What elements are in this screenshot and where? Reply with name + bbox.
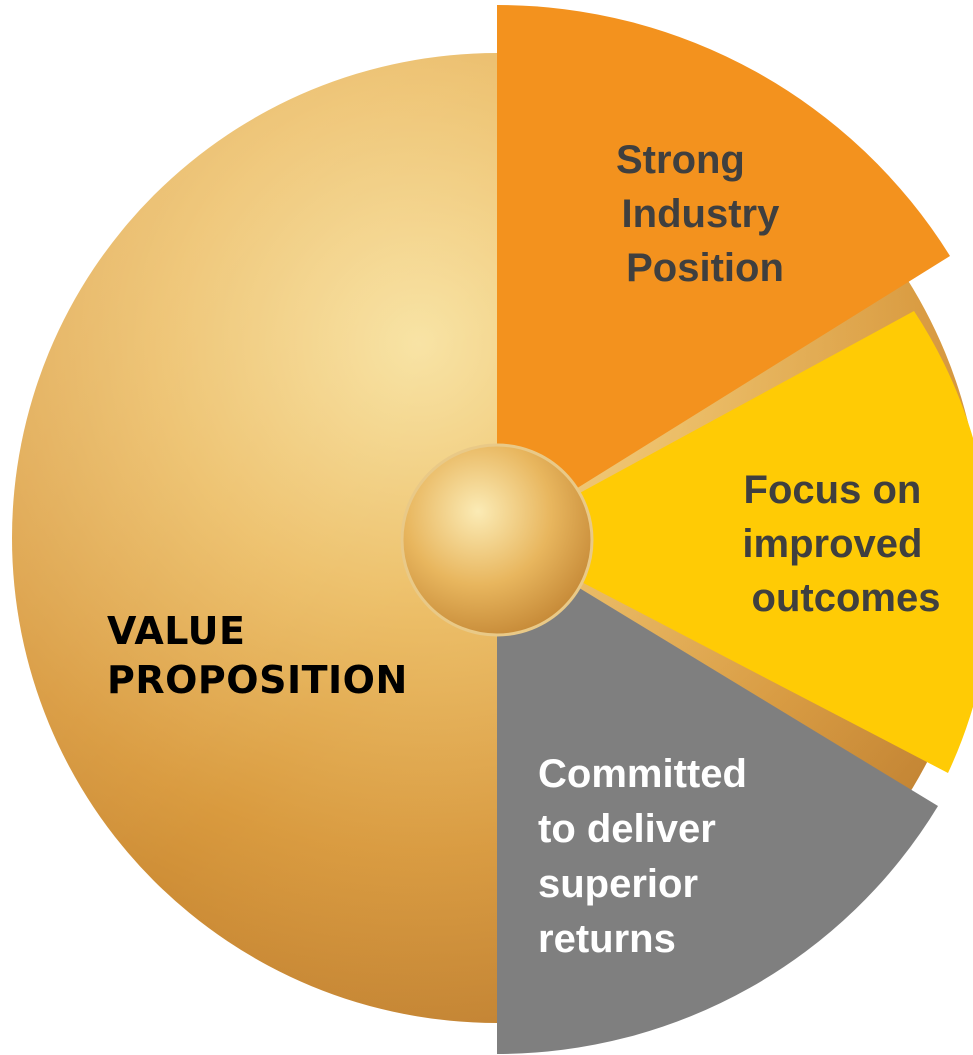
- label-line: Strong: [616, 138, 745, 182]
- main-label-line: PROPOSITION: [107, 658, 408, 702]
- label-focus-on-improved-outcomes: Focus on improved outcomes: [742, 468, 940, 620]
- label-line: Committed: [538, 752, 747, 796]
- label-committed-to-deliver-superior-returns: Committed to deliver superior returns: [538, 752, 758, 961]
- label-line: to deliver: [538, 807, 716, 851]
- label-line: outcomes: [752, 576, 941, 620]
- label-line: Focus on: [744, 468, 922, 512]
- label-line: Industry: [622, 192, 781, 236]
- segment-focus-on-improved-outcomes: [497, 311, 973, 773]
- label-line: returns: [538, 917, 676, 961]
- value-proposition-label: VALUE PROPOSITION: [107, 609, 408, 702]
- segment-committed-to-deliver-superior-returns: [497, 538, 938, 1054]
- main-label-line: VALUE: [107, 609, 245, 653]
- label-line: improved: [742, 522, 922, 566]
- label-line: superior: [538, 862, 698, 906]
- label-line: Position: [626, 246, 784, 290]
- center-hub: [400, 443, 594, 637]
- segment-strong-industry-position: [497, 4, 950, 539]
- label-strong-industry-position: Strong Industry Position: [616, 138, 790, 290]
